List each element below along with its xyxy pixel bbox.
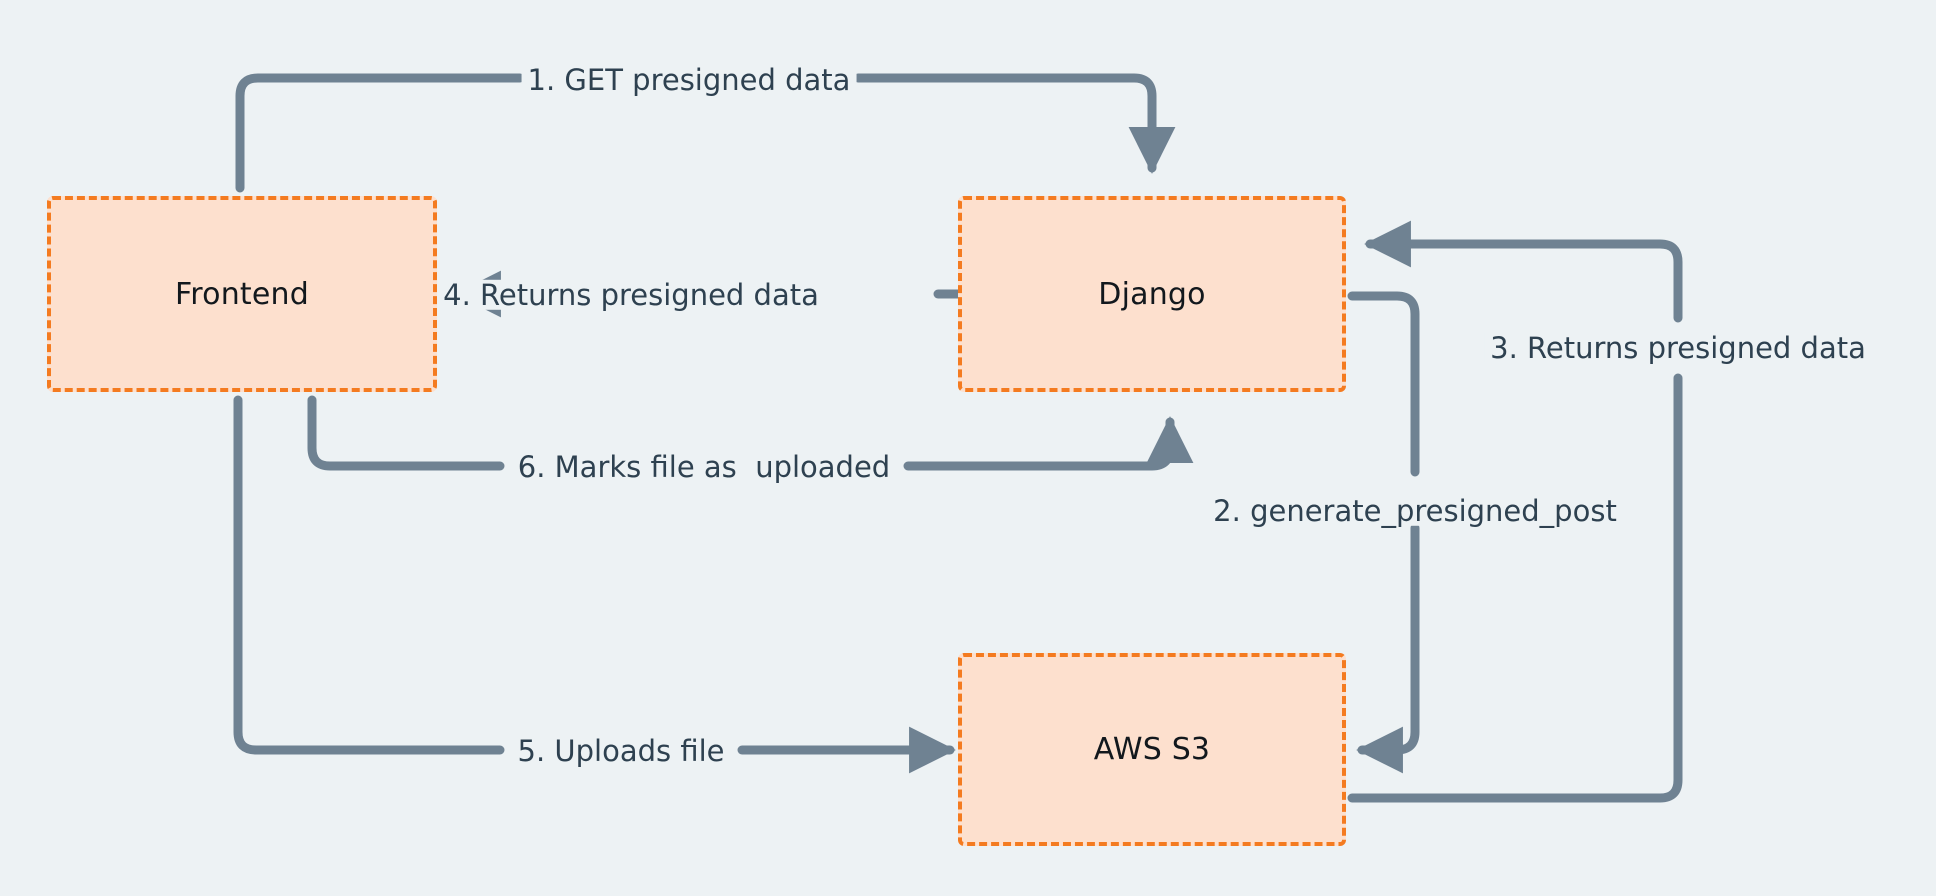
- node-aws-s3-label: AWS S3: [1093, 732, 1211, 767]
- edge-path-1: [235, 73, 525, 193]
- edge-path-1-right: [853, 73, 1176, 174]
- edge-path-6: [307, 395, 505, 471]
- node-frontend-label: Frontend: [175, 276, 309, 312]
- edge-label-5: 5. Uploads file: [511, 735, 731, 766]
- node-frontend[interactable]: Frontend: [47, 196, 437, 392]
- node-django[interactable]: Django: [958, 196, 1346, 392]
- edge-label-3: 3. Returns presigned data: [1484, 332, 1872, 363]
- edge-path-2-lower: [1356, 523, 1420, 774]
- edge-path-3: [1347, 373, 1683, 803]
- edge-path-3-upper: [1364, 220, 1683, 323]
- edge-path-5: [233, 395, 505, 755]
- edge-label-4: 4. Returns presigned data: [437, 279, 825, 310]
- edge-label-6: 6. Marks file as uploaded: [511, 451, 897, 482]
- edge-path-6-right: [903, 416, 1194, 471]
- edge-path-2: [1347, 291, 1420, 477]
- edge-label-2: 2. generate_presigned_post: [1207, 495, 1623, 526]
- node-django-label: Django: [1098, 276, 1206, 312]
- node-aws-s3[interactable]: AWS S3: [958, 653, 1346, 846]
- edge-label-1: 1. GET presigned data: [521, 64, 857, 95]
